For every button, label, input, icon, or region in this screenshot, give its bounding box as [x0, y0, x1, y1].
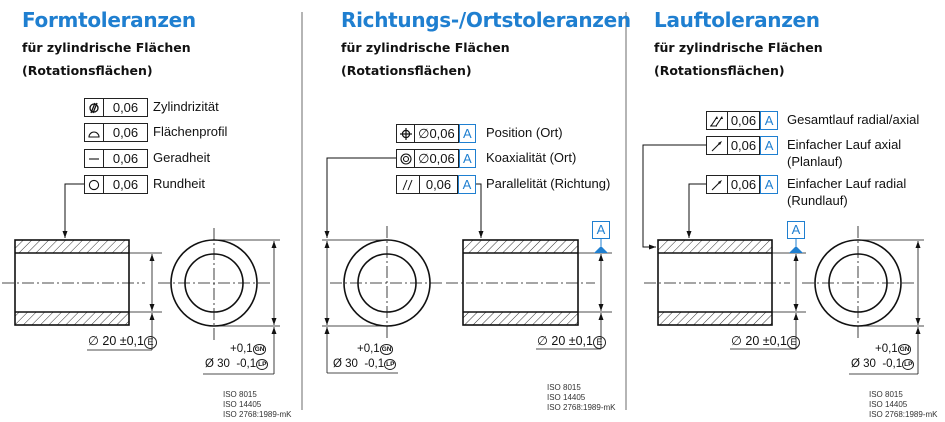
feature-control-frame-axial-runout: 0,06 A: [706, 136, 778, 155]
label-einfacher-lauf-axial: Einfacher Lauf axial: [787, 137, 902, 152]
iso-standards-note: ISO 8015 ISO 14405 ISO 2768:1989-mK: [869, 390, 938, 419]
panel-divider: [625, 12, 627, 410]
envelope-modifier: E: [786, 336, 800, 349]
label-rundheit: Rundheit: [153, 176, 206, 191]
panel1-subtitle2: (Rotationsflächen): [22, 63, 153, 78]
label-geradheit: Geradheit: [153, 150, 211, 165]
panel1-subtitle: für zylindrische Flächen: [22, 40, 191, 55]
panel-divider: [301, 12, 303, 410]
datum-reference: A: [760, 111, 778, 130]
concentricity-icon: [397, 150, 416, 167]
tolerance-value: 0,06: [728, 112, 761, 129]
tolerance-value: 0,06: [112, 125, 139, 140]
tolerance-value: 0,06: [420, 176, 458, 193]
feature-control-frame-radial-runout: 0,06 A: [706, 175, 778, 194]
envelope-modifier: E: [143, 336, 157, 349]
tolerance-value: 0,06: [112, 177, 139, 192]
label-einfacher-lauf-radial: Einfacher Lauf radial: [787, 176, 907, 191]
feature-control-frame-circularity: 0,06: [84, 175, 148, 194]
position-icon: [397, 125, 416, 142]
panel3-subtitle2: (Rotationsflächen): [654, 63, 785, 78]
envelope-modifier: E: [592, 336, 606, 349]
datum-reference: A: [458, 124, 476, 143]
circularity-icon: [85, 176, 104, 193]
label-gesamtlauf: Gesamtlauf radial/axial: [787, 112, 920, 127]
feature-control-frame-cylindricity: 0,06: [84, 98, 148, 117]
datum-reference: A: [458, 175, 476, 194]
label-position: Position (Ort): [486, 125, 563, 140]
panel3-title: Lauftoleranzen: [654, 8, 820, 32]
label-rundlauf: (Rundlauf): [787, 193, 848, 208]
cylindricity-icon: [85, 99, 104, 116]
tolerance-value: 0,06: [728, 137, 761, 154]
datum-reference: A: [760, 136, 778, 155]
panel1-drawing: [2, 183, 280, 375]
panel2-drawing: [322, 157, 612, 374]
panel2-title: Richtungs-/Ortstoleranzen: [341, 8, 631, 32]
datum-reference: A: [458, 149, 476, 168]
feature-control-frame-position: ∅0,06 A: [396, 124, 476, 143]
straightness-icon: [85, 150, 104, 167]
tolerance-value: 0,06: [112, 100, 139, 115]
iso-standards-note: ISO 8015 ISO 14405 ISO 2768:1989-mK: [547, 383, 616, 412]
datum-feature-a: A: [592, 221, 610, 239]
panel2-subtitle: für zylindrische Flächen: [341, 40, 510, 55]
tolerance-value: ∅0,06: [415, 150, 459, 167]
panel1-title: Formtoleranzen: [22, 8, 196, 32]
feature-control-frame-profile: 0,06: [84, 123, 148, 142]
feature-control-frame-straightness: 0,06: [84, 149, 148, 168]
label-parallelitaet: Parallelität (Richtung): [486, 176, 611, 191]
tolerance-value: 0,06: [112, 151, 139, 166]
label-planlauf: (Planlauf): [787, 154, 843, 169]
panel2-subtitle2: (Rotationsflächen): [341, 63, 472, 78]
datum-reference: A: [760, 175, 778, 194]
feature-control-frame-parallelism: 0,06 A: [396, 175, 476, 194]
total-runout-icon: [707, 112, 728, 129]
feature-control-frame-total-runout: 0,06 A: [706, 111, 778, 130]
tolerance-value: 0,06: [728, 176, 761, 193]
parallelism-icon: [397, 176, 420, 193]
label-zylindrizitaet: Zylindrizität: [153, 99, 219, 114]
iso-standards-note: ISO 8015 ISO 14405 ISO 2768:1989-mK: [223, 390, 292, 419]
feature-control-frame-concentricity: ∅0,06 A: [396, 149, 476, 168]
circular-runout-icon: [707, 137, 728, 154]
profile-surface-icon: [85, 124, 104, 141]
panel3-subtitle: für zylindrische Flächen: [654, 40, 823, 55]
label-flaechenprofil: Flächenprofil: [153, 124, 228, 139]
datum-feature-a: A: [787, 221, 805, 239]
label-koaxialitaet: Koaxialität (Ort): [486, 150, 577, 165]
tolerance-value: ∅0,06: [415, 125, 459, 142]
circular-runout-icon: [707, 176, 728, 193]
